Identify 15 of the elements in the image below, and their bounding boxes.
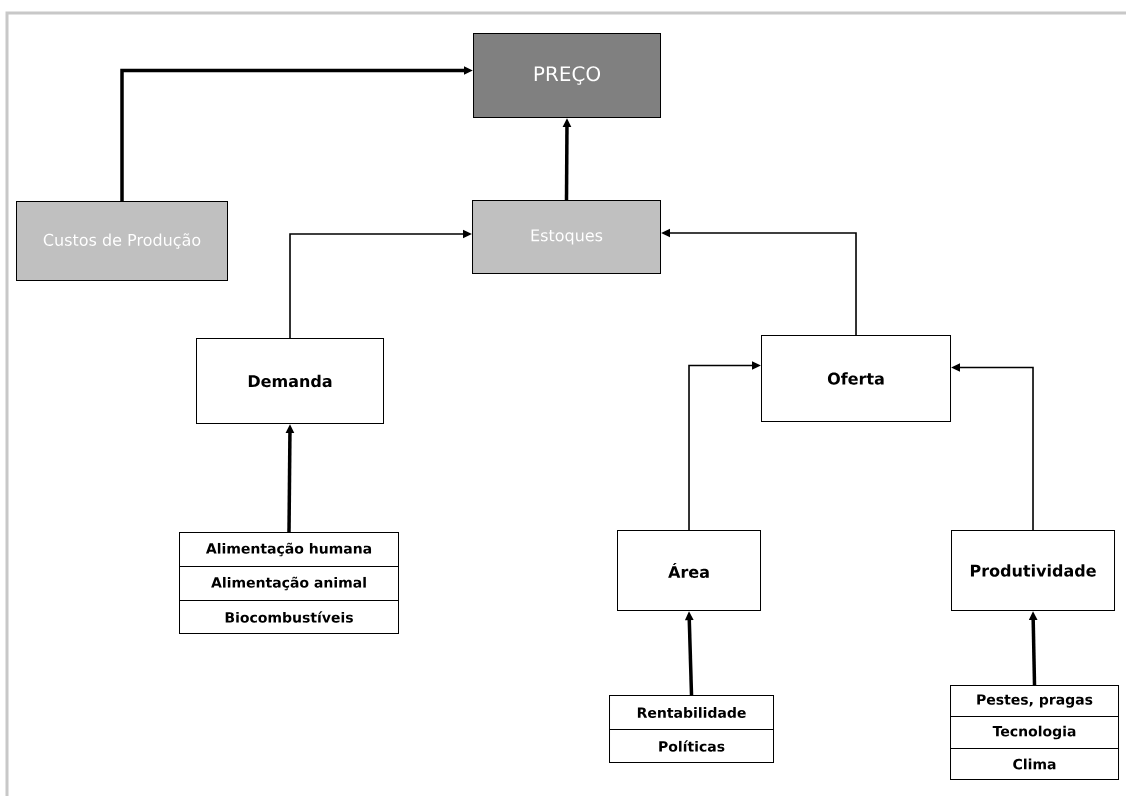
list-item-box: Clima (950, 748, 1119, 780)
process-box: Produtividade (951, 530, 1115, 611)
process-box: Oferta (761, 335, 951, 422)
process-box: Estoques (472, 200, 661, 274)
price-box: PREÇO (473, 33, 661, 118)
list-item-box: Políticas (609, 729, 774, 763)
list-item-box: Tecnologia (950, 716, 1119, 749)
process-box: Demanda (196, 338, 384, 424)
process-box: Área (617, 530, 761, 611)
list-item-box: Alimentação animal (179, 566, 399, 601)
list-item-box: Pestes, pragas (950, 685, 1119, 717)
list-item-box: Rentabilidade (609, 695, 774, 730)
list-item-box: Alimentação humana (179, 532, 399, 567)
process-box: Custos de Produção (16, 201, 228, 281)
list-item-box: Biocombustíveis (179, 600, 399, 634)
